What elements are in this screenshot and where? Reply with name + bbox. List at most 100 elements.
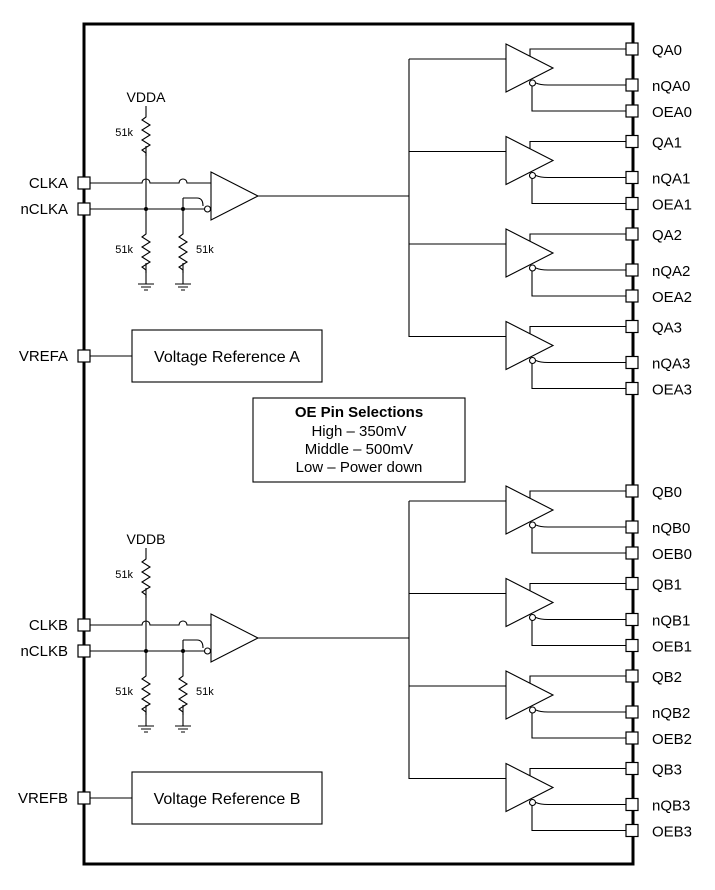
bias-tap — [183, 639, 204, 649]
q-label: QB0 — [652, 484, 682, 501]
inverting-bubble — [528, 171, 537, 180]
inverting-bubble — [528, 356, 537, 365]
nq-pin — [625, 78, 639, 92]
nq-pin — [625, 705, 639, 719]
nq-pin — [625, 170, 639, 185]
voltage-reference-box — [131, 329, 323, 383]
voltage-reference-box — [131, 771, 323, 825]
oe-panel-line-low: Low – Power down — [296, 459, 423, 476]
nq-label: nQA3 — [652, 356, 690, 373]
voltage-reference-label: Voltage Reference A — [154, 349, 300, 366]
ground-bar — [138, 725, 154, 733]
nq-pin — [625, 520, 639, 534]
clk-wire — [90, 178, 211, 184]
oe-wire — [531, 86, 626, 112]
oe-panel-line-high: High – 350mV — [311, 423, 406, 440]
oe-wire — [531, 271, 626, 297]
pulldown-resistor — [140, 231, 152, 273]
bias-resistor — [177, 231, 189, 273]
oe-wire — [531, 528, 626, 554]
oe-pin — [625, 546, 639, 560]
oe-pin — [625, 823, 639, 838]
ground-symbol — [138, 283, 154, 291]
q-pin — [625, 761, 639, 776]
inverting-bubble — [528, 706, 537, 714]
q-label: QB1 — [652, 577, 682, 594]
oe-wire — [531, 363, 626, 390]
nq-wire — [535, 360, 626, 364]
inverting-bubble — [528, 521, 537, 529]
q-wire — [529, 675, 626, 683]
nq-label: nQB3 — [652, 798, 690, 815]
q-wire — [529, 325, 626, 334]
nq-wire — [535, 524, 626, 528]
inverting-bubble — [528, 798, 537, 807]
nq-wire — [535, 175, 626, 179]
q-label: QA3 — [652, 320, 682, 337]
nclk-pin — [77, 202, 91, 216]
inverting-bubble — [528, 79, 537, 87]
nq-wire — [535, 802, 626, 806]
nq-wire — [535, 267, 626, 271]
q-label: QA1 — [652, 135, 682, 152]
clk-label: CLKA — [29, 175, 68, 192]
oe-pin — [625, 289, 639, 303]
oe-wire — [531, 805, 626, 832]
q-wire — [529, 140, 626, 149]
bias-tap — [183, 197, 204, 207]
nclk-label: nCLKB — [20, 643, 68, 660]
oe-label: OEB1 — [652, 639, 692, 656]
ground-symbol — [138, 725, 154, 733]
nq-wire — [535, 617, 626, 621]
inverting-bubble — [203, 205, 212, 213]
q-pin — [625, 669, 639, 683]
ground-symbol — [175, 283, 191, 291]
bias-resistor — [177, 673, 189, 715]
ground-bar — [175, 725, 191, 733]
oe-pin — [625, 731, 639, 745]
q-wire — [529, 582, 626, 591]
nq-wire — [535, 709, 626, 713]
input-receiver — [210, 613, 260, 663]
bias-resistor-label: 51k — [196, 244, 214, 256]
q-wire — [529, 233, 626, 241]
inverting-bubble — [528, 264, 537, 272]
clk-pin — [77, 176, 91, 190]
pulldown-resistor — [140, 673, 152, 715]
oe-label: OEB3 — [652, 824, 692, 841]
q-wire — [529, 490, 626, 498]
oe-pin — [625, 638, 639, 653]
inverting-bubble — [203, 647, 212, 655]
pullup-resistor — [140, 556, 152, 598]
clk-wire — [90, 620, 211, 626]
oe-label: OEA0 — [652, 104, 692, 121]
chip-outline — [82, 22, 635, 866]
oe-pin — [625, 104, 639, 118]
nq-label: nQB0 — [652, 520, 690, 537]
nq-label: nQB1 — [652, 613, 690, 630]
nq-wire — [535, 82, 626, 86]
pulldown-resistor-label: 51k — [115, 244, 133, 256]
vdd-label: VDDB — [127, 531, 166, 547]
oe-panel-line-middle: Middle – 500mV — [305, 441, 413, 458]
inverting-bubble — [528, 613, 537, 622]
vref-pin — [77, 791, 91, 805]
nq-label: nQA2 — [652, 263, 690, 280]
q-label: QA0 — [652, 42, 682, 59]
oe-label: OEB0 — [652, 546, 692, 563]
oe-wire — [531, 713, 626, 739]
q-wire — [529, 767, 626, 776]
nq-pin — [625, 355, 639, 370]
nq-pin — [625, 263, 639, 277]
pullup-resistor-label: 51k — [115, 569, 133, 581]
bias-resistor-label: 51k — [196, 686, 214, 698]
vref-pin — [77, 349, 91, 363]
oe-selection-panel: OE Pin Selections High – 350mV Middle – … — [252, 397, 466, 483]
nclk-pin — [77, 644, 91, 658]
